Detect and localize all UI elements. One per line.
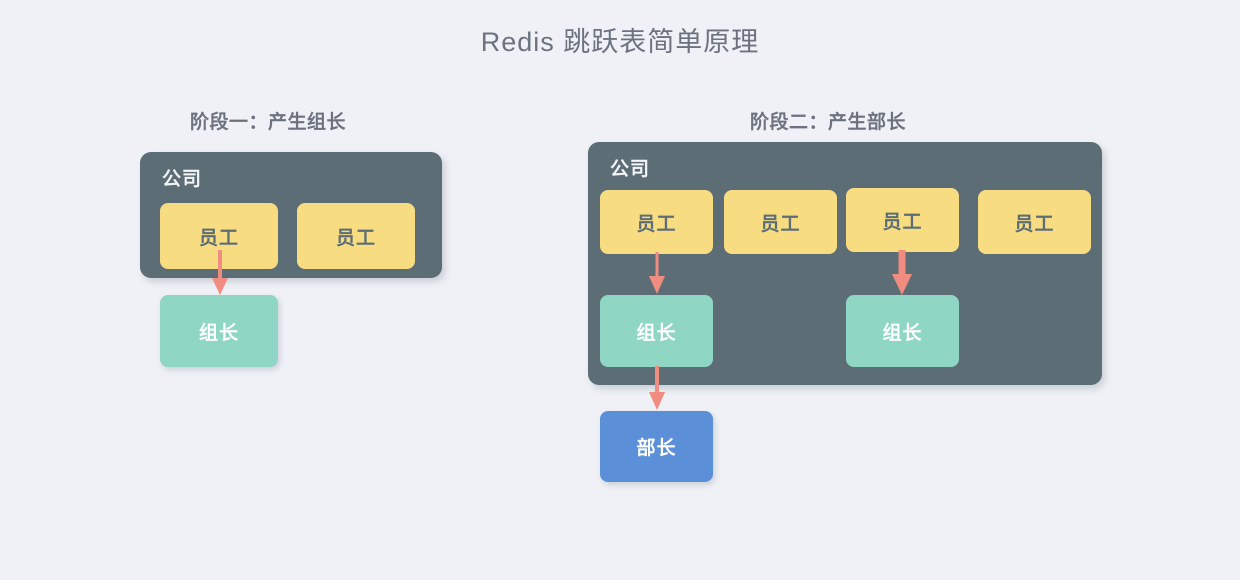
page-title: Redis 跳跃表简单原理: [480, 27, 760, 57]
stage-2-director-1[interactable]: 部长: [600, 411, 713, 482]
stage-2-company-label: 公司: [610, 159, 651, 180]
stage-1-title: 阶段一：产生组长: [190, 112, 347, 133]
stage-2-employee-3[interactable]: 员工: [846, 188, 959, 252]
stage-2-employee-2[interactable]: 员工: [724, 190, 837, 254]
stage-2-company-box: 公司: [588, 142, 1102, 385]
stage-1-employee-1[interactable]: 员工: [160, 203, 278, 269]
stage-1-company-label: 公司: [162, 169, 203, 190]
stage-2-employee-4[interactable]: 员工: [978, 190, 1091, 254]
stage-1-leader-1[interactable]: 组长: [160, 295, 278, 367]
stage-2-title: 阶段二：产生部长: [750, 112, 907, 133]
stage-2-leader-1[interactable]: 组长: [600, 295, 713, 367]
stage-2-leader-2[interactable]: 组长: [846, 295, 959, 367]
stage-1-employee-2[interactable]: 员工: [297, 203, 415, 269]
stage-2-employee-1[interactable]: 员工: [600, 190, 713, 254]
